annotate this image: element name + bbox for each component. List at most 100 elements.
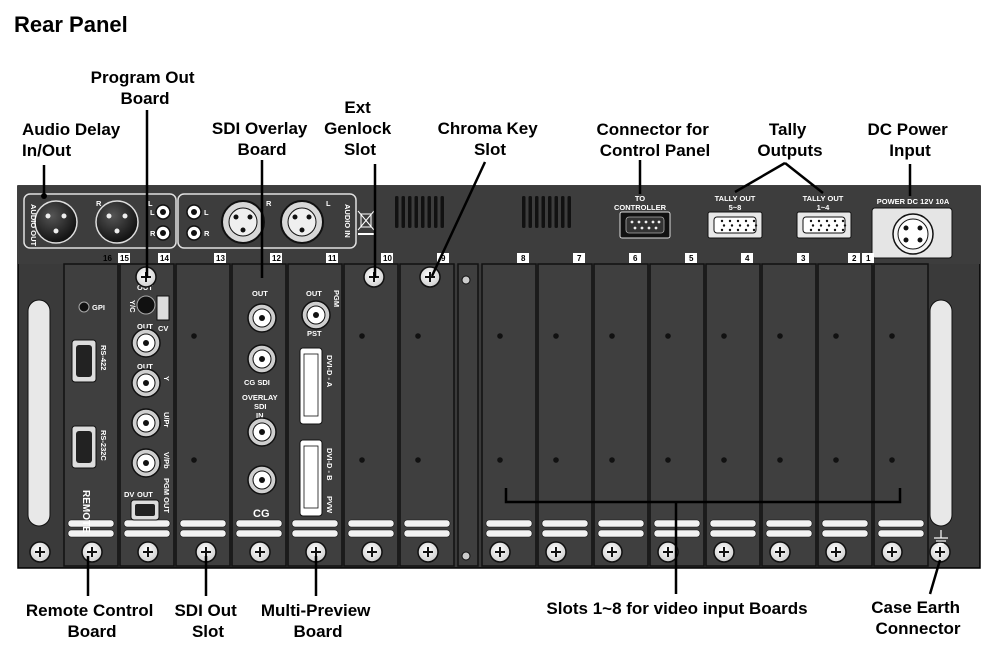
to-controller-label: TO (635, 194, 645, 203)
pin (835, 224, 839, 227)
callout-control-panel: Connector for Control Panel (596, 120, 713, 160)
pin (722, 224, 726, 227)
pin (720, 228, 724, 232)
slot-number: 12 (272, 254, 281, 263)
power-label: POWER DC 12V 10A (877, 197, 950, 206)
audio-in-l: L (326, 199, 331, 208)
board-grip (877, 519, 925, 528)
bnc-pin (259, 477, 265, 483)
board-grip (347, 519, 395, 528)
pin (754, 224, 758, 227)
pin (738, 224, 742, 227)
overlay-sdi-label: SDI (254, 402, 267, 411)
callout-dc-power: DC Power Input (867, 120, 952, 160)
vent-slit (541, 196, 545, 228)
rca-r-label: R (204, 229, 210, 238)
rca-l-label: L (150, 208, 155, 217)
audio-out-connectors (34, 200, 139, 244)
pin (730, 224, 734, 227)
board-grip (67, 519, 115, 528)
upr-label: U/Pr (162, 412, 171, 428)
slot-numbers: 16 15 14 13 12 11 10 9 8 7 6 5 4 3 2 1 (103, 253, 874, 263)
slot-number: 4 (745, 254, 750, 263)
mounting-hole (553, 457, 559, 463)
audio-out-label: AUDIO OUT (29, 204, 38, 247)
left-handle (27, 299, 51, 527)
audio-out-l: L (148, 199, 153, 208)
board-grip (291, 529, 339, 538)
board-grip (541, 529, 589, 538)
pst-label: PST (307, 329, 322, 338)
in-label: IN (256, 411, 264, 420)
board-grip (123, 519, 171, 528)
cg-sdi-label: CG SDI (244, 378, 270, 387)
tally-out-14-connector (796, 211, 852, 239)
pin (833, 228, 837, 232)
pin (843, 224, 847, 227)
tally-out-14-label: 1~4 (817, 203, 831, 212)
callout-case-earth: Case Earth Connector (871, 598, 965, 638)
board-grip (179, 519, 227, 528)
out-label: OUT (137, 490, 153, 499)
pin (746, 224, 750, 227)
bnc-pin (143, 380, 149, 386)
pin (728, 228, 732, 232)
mounting-hole (889, 457, 895, 463)
pin (833, 219, 837, 223)
remote-label: REMOTE (80, 490, 91, 533)
pgm-label: PGM (332, 290, 341, 307)
callouts: Program Out Board Audio Delay In/Out SDI… (22, 68, 965, 641)
board-grip (123, 529, 171, 538)
pin (744, 219, 748, 223)
board-grip (765, 529, 813, 538)
vent-slit (421, 196, 425, 228)
board-grip (235, 529, 283, 538)
yc-label: Y/C (128, 300, 137, 313)
vent-slit (408, 196, 412, 228)
dvid-a-label: DVI-D - A (325, 355, 334, 388)
pin (825, 219, 829, 223)
board-grip (403, 529, 451, 538)
board-grip (235, 519, 283, 528)
board-grip (179, 529, 227, 538)
out-label: OUT (137, 322, 153, 331)
pin (827, 224, 831, 227)
gpi-label: GPI (92, 303, 105, 312)
mounting-hole (777, 333, 783, 339)
vent-slit (567, 196, 571, 228)
slot-board (537, 263, 593, 567)
mounting-hole (833, 333, 839, 339)
vent-slit (434, 196, 438, 228)
bnc-pin (143, 460, 149, 466)
callout-chroma-key: Chroma Key Slot (438, 119, 543, 159)
pin (809, 228, 813, 232)
board-grip (709, 529, 757, 538)
pin (811, 224, 815, 227)
slot-number: 11 (328, 254, 337, 263)
dv-label: DV (124, 490, 134, 499)
remote-board-details: GPI RS-422 RS-232C REMOTE (71, 301, 108, 533)
mounting-hole (191, 457, 197, 463)
slot-board (175, 263, 231, 567)
pin (752, 228, 756, 232)
vent-slit (414, 196, 418, 228)
bnc-pin (259, 429, 265, 435)
audio-in-connectors (221, 200, 324, 244)
vent-slit (440, 196, 444, 228)
callout-remote-control: Remote Control Board (26, 601, 158, 641)
bnc-pin (143, 340, 149, 346)
y-label: Y (162, 376, 171, 381)
vent-slit (554, 196, 558, 228)
mounting-hole (665, 333, 671, 339)
bnc-pin (259, 315, 265, 321)
pvw-label: PVW (325, 496, 334, 514)
mounting-hole (497, 457, 503, 463)
board-grip (765, 519, 813, 528)
slot-number: 14 (160, 254, 169, 263)
audio-in-frame (177, 193, 357, 249)
audio-in-r: R (266, 199, 272, 208)
weee-bin-icon (357, 210, 375, 235)
vpb-label: V/Pb (162, 452, 171, 469)
mounting-hole (889, 333, 895, 339)
